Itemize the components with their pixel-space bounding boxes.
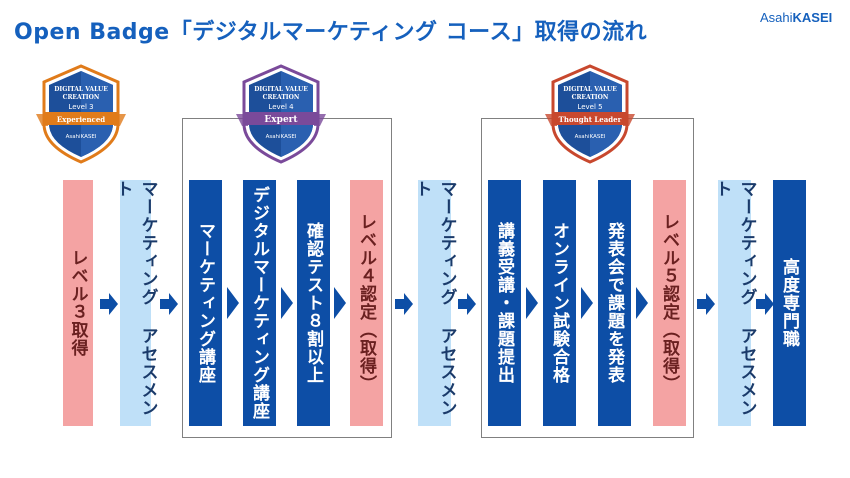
chevron-right-icon — [526, 287, 538, 323]
badge-rank: Expert — [264, 115, 298, 125]
arrow-right-icon — [160, 292, 178, 320]
badge-level: Level 3 — [68, 103, 93, 111]
badge-line1: DIGITAL VALUE — [54, 86, 108, 93]
badge-rank: Thought Leader — [559, 115, 622, 124]
page-title: Open Badge「デジタルマーケティング コース」取得の流れ — [14, 20, 648, 45]
arrow-right-icon — [395, 292, 413, 320]
badge-line1: DIGITAL VALUE — [254, 86, 308, 93]
step-assessment-1: マーケティング アセスメント — [113, 180, 158, 426]
chevron-right-icon — [581, 287, 593, 323]
arrow-right-icon — [458, 292, 476, 320]
badge-line2: CREATION — [63, 94, 100, 101]
chevron-right-icon — [227, 287, 239, 323]
arrow-right-icon — [756, 292, 774, 320]
badge-line2: CREATION — [572, 94, 609, 101]
open-badge-level4: DIGITAL VALUE CREATION Level 4 Expert As… — [236, 64, 326, 164]
step-level5: レベル５認定（取得） — [653, 180, 686, 426]
badge-rank: Experienced — [57, 115, 105, 124]
shield-icon: DIGITAL VALUE CREATION Level 3 Experienc… — [36, 64, 126, 164]
chevron-right-icon — [636, 287, 648, 323]
arrow-right-icon — [697, 292, 715, 320]
step-presentation: 発表会で課題を発表 — [598, 180, 631, 426]
shield-icon: DIGITAL VALUE CREATION Level 5 Thought L… — [545, 64, 635, 164]
badge-brand: AsahiKASEI — [575, 134, 606, 140]
step-lecture: 講義受講・課題提出 — [488, 180, 521, 426]
open-badge-level5: DIGITAL VALUE CREATION Level 5 Thought L… — [545, 64, 635, 164]
step-professional: 高度専門職 — [773, 180, 806, 426]
chevron-right-icon — [281, 287, 293, 323]
badge-line1: DIGITAL VALUE — [563, 86, 617, 93]
logo-text-asahi: Asahi — [760, 10, 793, 25]
step-online-exam: オンライン試験合格 — [543, 180, 576, 426]
badge-brand: AsahiKASEI — [266, 134, 297, 140]
step-marketing-course: マーケティング講座 — [189, 180, 222, 426]
open-badge-level3: DIGITAL VALUE CREATION Level 3 Experienc… — [36, 64, 126, 164]
step-level3: レベル３取得 — [63, 180, 93, 426]
shield-icon: DIGITAL VALUE CREATION Level 4 Expert As… — [236, 64, 326, 164]
step-test: 確認テスト８割以上 — [297, 180, 330, 426]
asahi-kasei-logo: AsahiKASEI — [760, 10, 832, 25]
step-level4: レベル４認定（取得） — [350, 180, 383, 426]
step-digital-marketing-course: デジタルマーケティング講座 — [243, 180, 276, 426]
badge-level: Level 5 — [577, 103, 602, 111]
step-assessment-3: マーケティング アセスメント — [712, 180, 757, 426]
badge-brand: AsahiKASEI — [66, 134, 97, 140]
step-assessment-2: マーケティング アセスメント — [412, 180, 457, 426]
arrow-right-icon — [100, 292, 118, 320]
logo-text-kasei: KASEI — [792, 10, 833, 25]
badge-level: Level 4 — [268, 103, 294, 111]
badge-line2: CREATION — [263, 94, 300, 101]
chevron-right-icon — [334, 287, 346, 323]
